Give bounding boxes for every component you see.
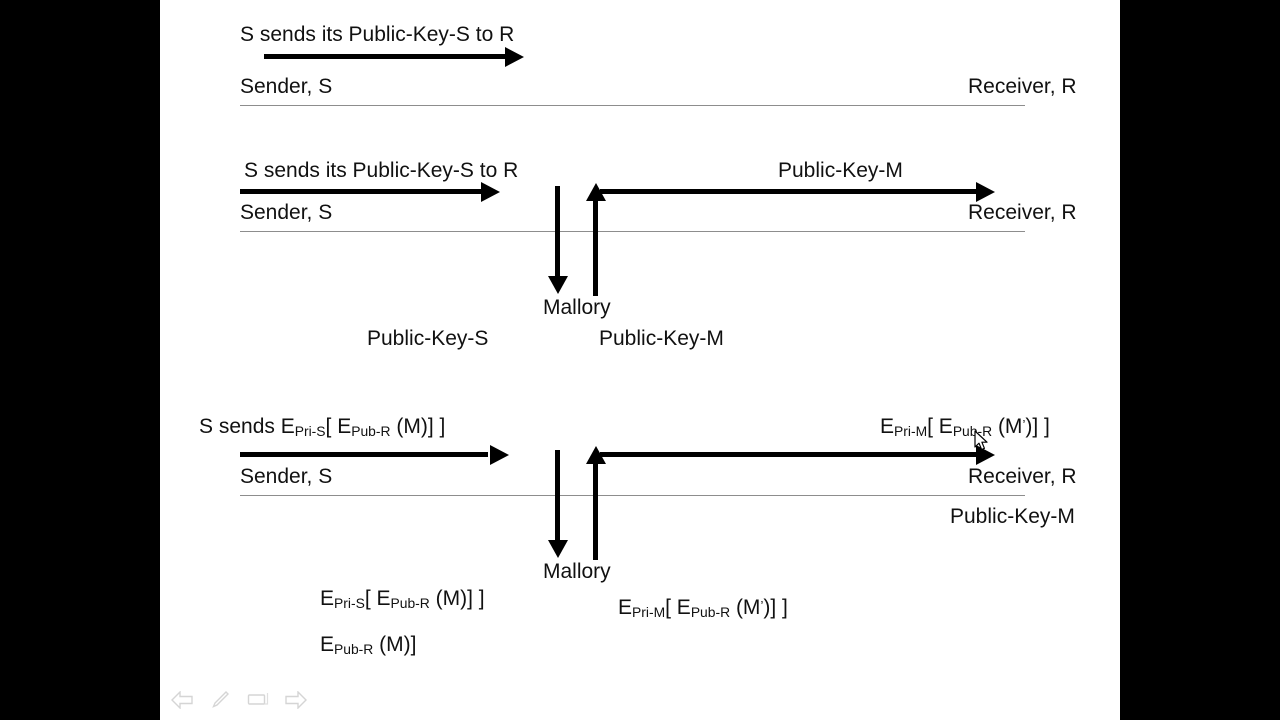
mf1-arg: (M)] ] xyxy=(429,587,485,610)
step2-left-arrow-shaft xyxy=(240,189,488,194)
mf2-e1: E xyxy=(320,633,335,656)
step3-caption-right-formula: EPri-M[ EPub-R (M’)] ] xyxy=(880,416,1050,439)
step3-left-arrow-head xyxy=(490,445,509,465)
step3-down-arrow-shaft xyxy=(555,450,560,542)
step3-right-e1-sub: Pri-M xyxy=(894,423,928,440)
step3-mallory-label: Mallory xyxy=(543,560,611,583)
step3-down-arrow-head xyxy=(548,540,568,558)
previous-slide-icon[interactable] xyxy=(170,688,194,712)
next-slide-icon[interactable] xyxy=(284,688,308,712)
mf1-e1: E xyxy=(320,587,335,610)
slide-canvas: S sends its Public-Key-S to R Sender, S … xyxy=(160,0,1120,720)
step3-caption-left-formula: S sends EPri-S[ EPub-R (M)] ] xyxy=(199,416,445,439)
step3-right-open: [ xyxy=(927,415,939,438)
step2-mallory-up-key-label: Public-Key-M xyxy=(599,327,724,350)
step1-sender-label: Sender, S xyxy=(240,75,333,98)
pen-tool-icon[interactable] xyxy=(208,688,232,712)
mf1-e2: E xyxy=(376,587,391,610)
mf3-arg-prime: ’ xyxy=(760,597,764,613)
mf3-arg-close: )] ] xyxy=(763,596,788,619)
slide-toolbar[interactable] xyxy=(170,688,308,712)
slide-menu-icon[interactable] xyxy=(246,688,270,712)
step3-right-e1: E xyxy=(880,415,895,438)
step3-left-e2: E xyxy=(337,415,352,438)
mf3-e2-sub: Pub-R xyxy=(690,604,731,621)
step1-arrow-head-right xyxy=(505,47,524,67)
mf3-open: [ xyxy=(665,596,677,619)
mf2-arg: (M)] xyxy=(373,633,417,656)
step3-mallory-formula-1: EPri-S[ EPub-R (M)] ] xyxy=(320,588,485,611)
step2-right-arrow-shaft xyxy=(600,189,976,194)
mf2-e1-sub: Pub-R xyxy=(334,641,374,658)
mf1-e2-sub: Pub-R xyxy=(390,595,430,612)
step3-up-arrow-shaft xyxy=(593,464,598,560)
step2-left-arrow-head xyxy=(481,182,500,202)
step2-right-arrow-head xyxy=(976,182,995,202)
step2-down-arrow-head xyxy=(548,276,568,294)
step3-left-e2-sub: Pub-R xyxy=(351,423,391,440)
step3-receiver-label: Receiver, R xyxy=(968,465,1077,488)
step3-sender-label: Sender, S xyxy=(240,465,333,488)
step3-right-e2-sub: Pub-R xyxy=(952,423,993,440)
mf3-e2: E xyxy=(676,596,691,619)
step2-up-arrow-head xyxy=(586,183,606,201)
step1-caption: S sends its Public-Key-S to R xyxy=(240,23,515,46)
mf1-open: [ xyxy=(364,587,377,610)
step2-up-arrow-shaft xyxy=(593,200,598,296)
step3-left-arg: (M)] ] xyxy=(390,415,446,438)
step3-left-e1: E xyxy=(280,415,295,438)
step3-right-e2: E xyxy=(938,415,953,438)
step3-baseline xyxy=(240,495,1025,496)
step1-arrow-shaft xyxy=(264,54,512,59)
mf3-e1: E xyxy=(618,596,633,619)
step3-right-arg-open: (M xyxy=(992,415,1023,438)
step1-receiver-label: Receiver, R xyxy=(968,75,1077,98)
step3-right-arrow-shaft xyxy=(600,452,976,457)
step1-baseline xyxy=(240,105,1025,106)
step3-left-e1-sub: Pri-S xyxy=(294,423,326,440)
step3-left-open: [ xyxy=(325,415,338,438)
step2-receiver-label: Receiver, R xyxy=(968,201,1077,224)
mf3-e1-sub: Pri-M xyxy=(632,604,666,621)
step2-down-arrow-shaft xyxy=(555,186,560,278)
mf1-e1-sub: Pri-S xyxy=(334,595,365,612)
step2-baseline xyxy=(240,231,1025,232)
step3-right-arrow-head xyxy=(976,445,995,465)
step3-left-arrow-shaft xyxy=(240,452,488,457)
step3-left-prefix: S sends xyxy=(199,415,281,438)
step2-mallory-down-key-label: Public-Key-S xyxy=(367,327,489,350)
step2-caption-right: Public-Key-M xyxy=(778,159,903,182)
step3-mallory-formula-2: EPub-R (M)] xyxy=(320,634,416,657)
step2-sender-label: Sender, S xyxy=(240,201,333,224)
step3-receiver-key-label: Public-Key-M xyxy=(950,505,1075,528)
step2-mallory-label: Mallory xyxy=(543,296,611,319)
step3-up-arrow-head xyxy=(586,446,606,464)
step3-right-arg-close: )] ] xyxy=(1025,415,1050,438)
step3-mallory-formula-3: EPri-M[ EPub-R (M’)] ] xyxy=(618,597,788,620)
mf3-arg-open: (M xyxy=(730,596,761,619)
step3-right-arg-prime: ’ xyxy=(1022,416,1026,432)
step2-caption-left: S sends its Public-Key-S to R xyxy=(244,159,519,182)
